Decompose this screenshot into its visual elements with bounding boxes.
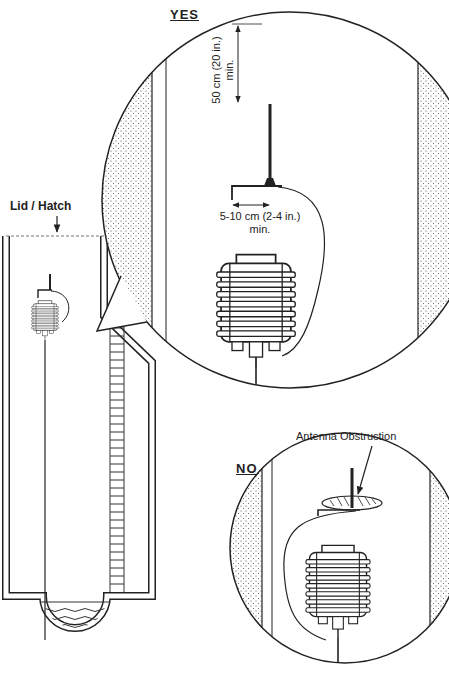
antenna xyxy=(49,274,51,290)
warning-label: Antenna Obstruction xyxy=(296,430,446,443)
obstruction-arrow xyxy=(358,446,372,494)
view-heading: YES xyxy=(170,8,210,21)
wall-stipple xyxy=(418,0,449,400)
monitoring-device xyxy=(217,255,296,368)
dimension-label: 5-10 cm (2-4 in.) min. xyxy=(212,210,308,236)
tank-wall-inner xyxy=(6,236,152,628)
sensor-cable xyxy=(255,368,257,400)
antenna xyxy=(269,104,272,181)
dimension-label: 50 cm (20 in.) min. xyxy=(210,28,236,112)
wall-stipple xyxy=(95,0,152,400)
sensor-cable xyxy=(337,638,339,670)
sensor-cable xyxy=(44,340,45,640)
wall-edge xyxy=(151,0,152,400)
ladder xyxy=(110,322,124,592)
callout-tail xyxy=(97,276,147,331)
no-detail xyxy=(228,430,449,670)
obstruction xyxy=(322,496,382,510)
wall-edge xyxy=(261,430,262,670)
tank-wall xyxy=(6,236,152,628)
antenna-bracket xyxy=(232,186,282,200)
callout-tail xyxy=(97,276,147,331)
monitoring-device xyxy=(32,301,59,340)
dimension-arrow xyxy=(233,205,269,206)
monitoring-device xyxy=(306,545,370,638)
yes-detail xyxy=(95,0,449,400)
lid-arrow xyxy=(56,216,57,232)
water-surface xyxy=(40,602,110,603)
lid-hatch xyxy=(6,235,104,236)
magnifier-circle xyxy=(102,12,449,388)
water xyxy=(40,609,110,652)
part-label: Lid / Hatch xyxy=(10,200,110,213)
magnifier-circle xyxy=(230,433,449,663)
antenna-base xyxy=(264,178,276,186)
wall-edge xyxy=(417,0,418,400)
wall-stipple xyxy=(430,430,449,670)
antenna xyxy=(351,468,354,508)
antenna xyxy=(351,496,354,508)
dimension-tick xyxy=(232,24,262,25)
view-heading: NO xyxy=(236,462,276,475)
antenna-bracket xyxy=(38,290,52,298)
wall-edge xyxy=(429,430,430,670)
wall-edge xyxy=(272,430,273,670)
dimension-arrow xyxy=(238,26,239,102)
